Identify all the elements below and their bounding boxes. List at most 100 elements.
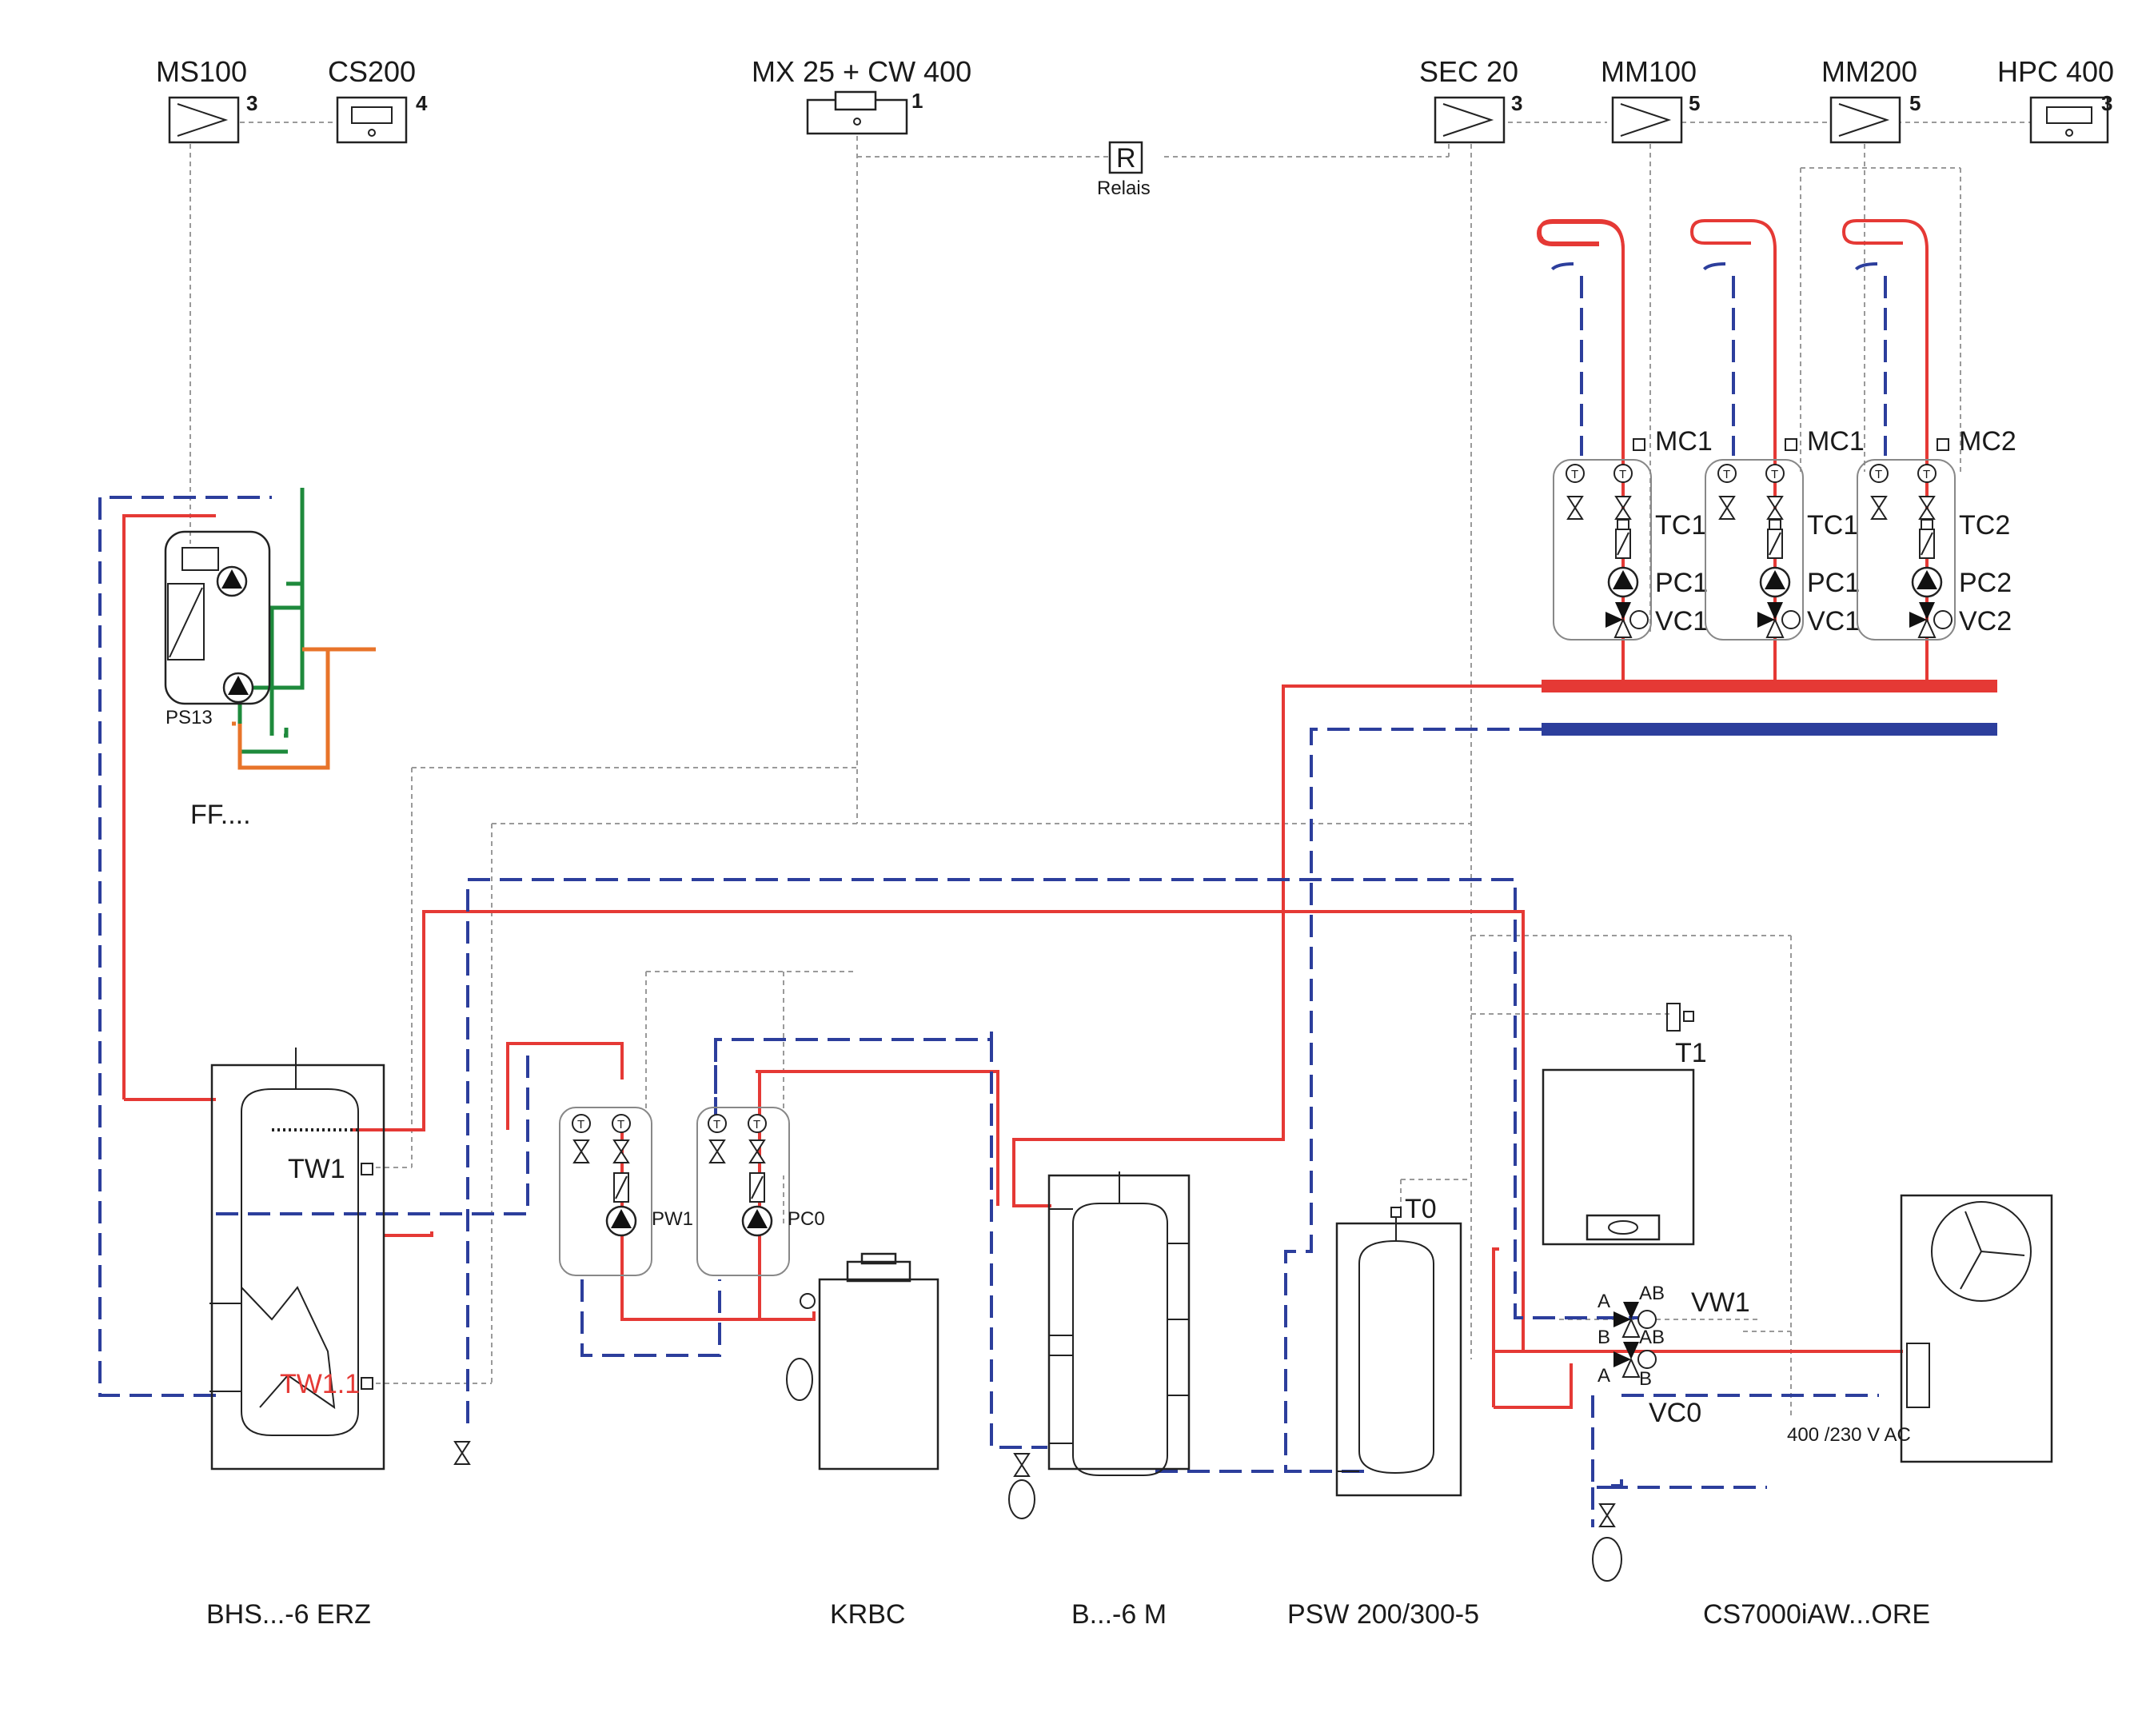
svg-text:PS13: PS13	[166, 707, 213, 728]
svg-text:5: 5	[1689, 91, 1700, 115]
valve-icon	[748, 1139, 766, 1163]
svg-text:3: 3	[2101, 91, 2112, 115]
sensor-icon	[1633, 438, 1645, 451]
svg-text:T: T	[1723, 468, 1730, 481]
svg-text:T: T	[1923, 468, 1930, 481]
thermometer-icon: T	[1613, 464, 1633, 483]
svg-text:MX 25 + CW 400: MX 25 + CW 400	[752, 55, 971, 88]
svg-text:HPC 400: HPC 400	[1997, 55, 2114, 88]
svg-text:AB: AB	[1639, 1283, 1665, 1304]
buffer-tank-psw: T0 PSW 200/300-5	[1287, 1194, 1479, 1630]
valve-icon	[1013, 1453, 1031, 1477]
valve-icon	[1614, 496, 1632, 520]
thermometer-icon: T	[1869, 464, 1889, 483]
svg-text:400 /230 V AC: 400 /230 V AC	[1787, 1424, 1911, 1446]
heating-circuit-3: MC2 TC2 PC2 VC2	[1841, 219, 2016, 684]
dhw-tank-bhs: TW1 TW1.1 BHS...-6 ERZ	[206, 1048, 385, 1630]
thermometer-icon: T	[1566, 464, 1585, 483]
controller-mx25-cw400: MX 25 + CW 400 1	[752, 55, 971, 135]
pump-icon	[741, 1205, 773, 1237]
svg-text:AB: AB	[1639, 1327, 1665, 1348]
svg-text:MC1: MC1	[1655, 426, 1713, 457]
relay: R Relais	[1097, 141, 1151, 199]
controller-hpc400: HPC 400 3	[1997, 55, 2114, 144]
svg-text:TC1: TC1	[1807, 510, 1858, 541]
svg-text:T: T	[1875, 468, 1882, 481]
svg-text:PC1: PC1	[1655, 568, 1708, 598]
thermometer-icon: T	[1717, 464, 1737, 483]
return-pipes	[98, 496, 1879, 1527]
outdoor-heat-pump: 400 /230 V AC	[1787, 1194, 2053, 1463]
boiler-krbc: KRBC	[786, 1252, 939, 1630]
pump-icon	[1607, 566, 1639, 598]
svg-text:R: R	[1116, 143, 1136, 174]
controller-mm200: MM200 5	[1821, 55, 1921, 144]
svg-text:MC2: MC2	[1959, 426, 2016, 457]
check-valve-icon	[1767, 529, 1783, 559]
thermometer-icon: T	[572, 1114, 591, 1133]
svg-text:PW1: PW1	[652, 1208, 693, 1230]
thermometer-icon: T	[1765, 464, 1785, 483]
pump-icon	[222, 672, 254, 704]
mixing-valve-icon	[1613, 1302, 1657, 1338]
svg-text:T: T	[713, 1118, 720, 1131]
svg-text:PC1: PC1	[1807, 568, 1860, 598]
pump-icon	[1911, 566, 1943, 598]
svg-text:3: 3	[246, 91, 257, 115]
svg-text:MM200: MM200	[1821, 55, 1917, 88]
valve-icon	[572, 1139, 590, 1163]
valve-icon	[612, 1139, 630, 1163]
svg-text:1: 1	[911, 89, 923, 113]
valve-icon	[453, 1441, 471, 1465]
thermometer-icon: T	[748, 1114, 767, 1133]
valve-icon	[1598, 1503, 1616, 1527]
svg-text:VC1: VC1	[1807, 606, 1860, 637]
mixing-valve-icon	[1613, 1342, 1657, 1378]
svg-text:VC1: VC1	[1655, 606, 1708, 637]
valve-icon	[1918, 496, 1936, 520]
thermometer-icon: T	[1917, 464, 1937, 483]
pump-icon	[605, 1205, 637, 1237]
mixing-valve-icon	[1757, 602, 1801, 638]
pump-icon	[216, 565, 248, 597]
thermometer-icon: T	[708, 1114, 727, 1133]
svg-text:PC2: PC2	[1959, 568, 2012, 598]
svg-text:T0: T0	[1405, 1194, 1437, 1224]
valve-icon	[708, 1139, 726, 1163]
svg-text:T: T	[753, 1118, 760, 1131]
svg-text:MC1: MC1	[1807, 426, 1865, 457]
svg-text:3: 3	[1511, 91, 1522, 115]
valve-icon	[1566, 496, 1584, 520]
check-valve-icon	[1615, 529, 1631, 559]
svg-text:T: T	[1619, 468, 1626, 481]
valve-icon	[1870, 496, 1888, 520]
heating-circuits: MC1 TC1 PC1 VC1 MC1 TC1 PC1 VC1 MC2 TC2 …	[1536, 219, 2016, 736]
indoor-unit: T1 A AB B AB A B VW1 VC0 CS7000iAW...ORE	[1542, 1003, 1930, 1630]
svg-text:A: A	[1598, 1365, 1610, 1387]
svg-text:A: A	[1598, 1291, 1610, 1312]
svg-text:B...-6 M: B...-6 M	[1071, 1599, 1167, 1630]
svg-text:FF....: FF....	[190, 800, 251, 830]
svg-text:SEC 20: SEC 20	[1419, 55, 1518, 88]
svg-text:B: B	[1598, 1327, 1610, 1348]
controller-ms100: MS100 3	[156, 55, 257, 144]
svg-text:MM100: MM100	[1601, 55, 1697, 88]
check-valve-icon	[1919, 529, 1935, 559]
supply-pipes	[122, 514, 1903, 1409]
controller-cs200: CS200 4	[328, 55, 428, 144]
valve-icon	[1718, 496, 1736, 520]
mixing-valve-icon	[1909, 602, 1953, 638]
sensor-icon	[1785, 438, 1797, 451]
controller-mm100: MM100 5	[1601, 55, 1700, 144]
svg-text:PSW 200/300-5: PSW 200/300-5	[1287, 1599, 1479, 1630]
svg-text:VW1: VW1	[1691, 1287, 1750, 1318]
svg-text:Relais: Relais	[1097, 178, 1151, 199]
sensor-icon	[1937, 438, 1949, 451]
svg-text:TC2: TC2	[1959, 510, 2010, 541]
pump-icon	[1759, 566, 1791, 598]
svg-text:T: T	[577, 1118, 584, 1131]
svg-text:BHS...-6 ERZ: BHS...-6 ERZ	[206, 1599, 371, 1630]
check-valve-icon	[749, 1172, 765, 1203]
